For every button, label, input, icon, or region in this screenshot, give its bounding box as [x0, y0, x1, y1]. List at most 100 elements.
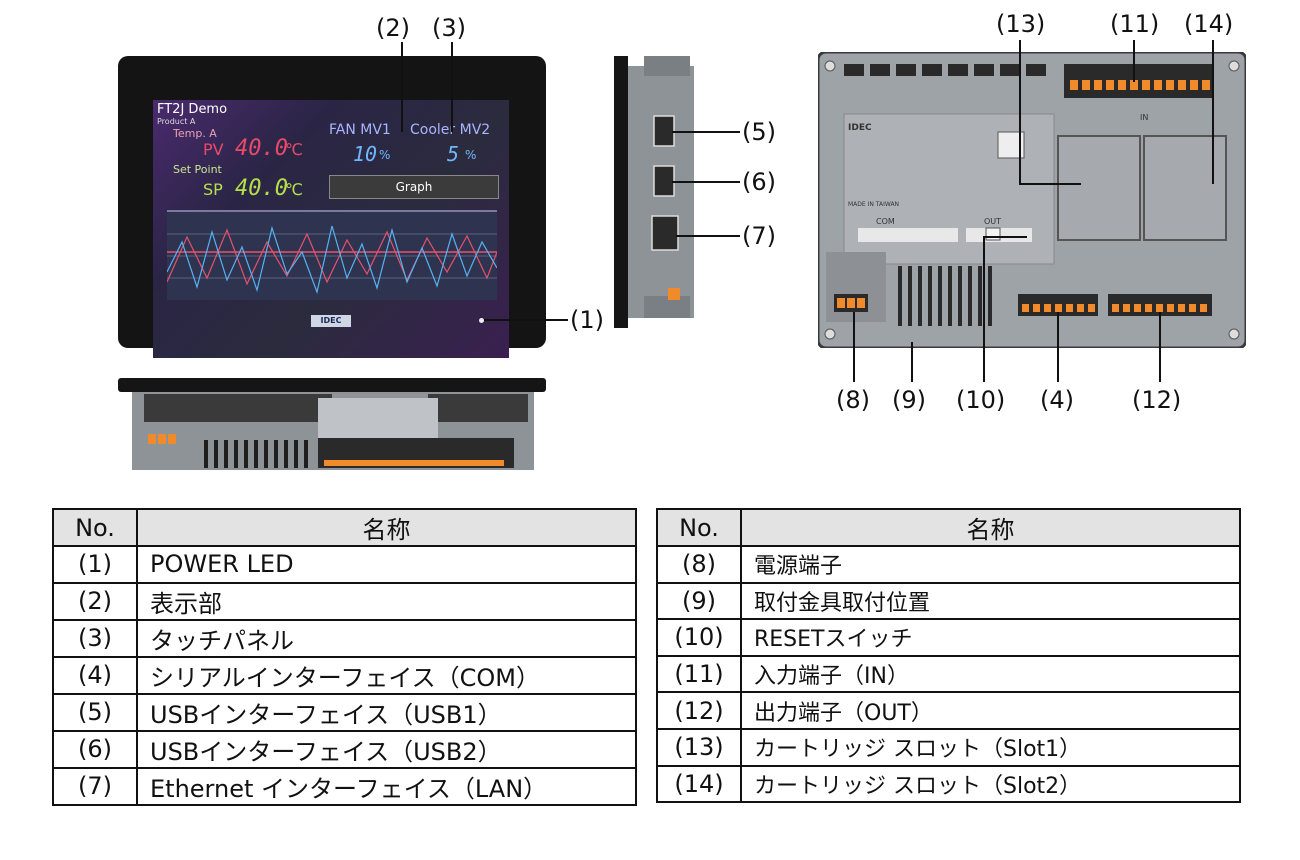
header-no: No. [52, 508, 138, 547]
sp-value: 40.0 [235, 176, 288, 201]
leader-line-13b [1019, 183, 1081, 185]
cooler-value: 5 [447, 142, 460, 166]
back-view: IN COM OUT IDEC MADE IN TAIWAN [816, 50, 1248, 350]
table-row: (4)シリアルインターフェイス（COM） [52, 655, 637, 695]
fan-label: FAN MV1 [329, 122, 391, 138]
row-no: (4) [52, 655, 138, 695]
leader-line-10b [983, 236, 1027, 238]
callout-11: (11) [1110, 10, 1160, 38]
row-no: (11) [656, 654, 742, 694]
leader-line-4 [1057, 312, 1059, 382]
back-brand: IDEC [848, 123, 872, 133]
front-view: FT2J Demo Product A Temp. A PV 40.0 ℃ FA… [118, 56, 546, 358]
callout-9: (9) [892, 386, 926, 414]
row-name: 電源端子 [740, 545, 1241, 584]
side-view [614, 56, 694, 328]
screen-product: Product A [157, 117, 196, 126]
table-row: (1)POWER LED [52, 545, 637, 584]
row-no: (6) [52, 729, 138, 769]
sp-unit: ℃ [285, 180, 303, 199]
row-name: POWER LED [136, 545, 637, 584]
usb2-port [653, 165, 675, 197]
table-row: (9)取付金具取付位置 [656, 581, 1241, 621]
callout-12: (12) [1132, 386, 1182, 414]
callout-2: (2) [376, 14, 410, 42]
leader-line-7 [676, 235, 740, 237]
table-row: (2)表示部 [52, 581, 637, 621]
display-screen[interactable]: FT2J Demo Product A Temp. A PV 40.0 ℃ FA… [153, 100, 509, 358]
header-no: No. [656, 508, 742, 547]
row-name: シリアルインターフェイス（COM） [136, 655, 637, 695]
com-label: COM [876, 217, 895, 226]
table-row: (3)タッチパネル [52, 618, 637, 658]
table-header-row: No. 名称 [52, 508, 637, 547]
table-row: (12)出力端子（OUT） [656, 691, 1241, 730]
table-row: (11)入力端子（IN） [656, 654, 1241, 694]
leader-line-13 [1019, 40, 1021, 184]
leader-line-6 [672, 181, 740, 183]
table-row: (6)USBインターフェイス（USB2） [52, 729, 637, 769]
row-no: (10) [656, 618, 742, 657]
callout-3: (3) [432, 14, 466, 42]
row-name: 出力端子（OUT） [740, 691, 1241, 730]
cooler-label: Cooler MV2 [410, 122, 491, 138]
callout-13: (13) [996, 10, 1046, 38]
callout-4: (4) [1040, 386, 1074, 414]
in-label: IN [1140, 113, 1148, 122]
bottom-view [118, 378, 546, 472]
leader-line-9 [911, 342, 913, 382]
callout-14: (14) [1184, 10, 1234, 38]
callout-8: (8) [836, 386, 870, 414]
leader-line-8 [853, 312, 855, 382]
row-no: (8) [656, 545, 742, 584]
parts-table-right: No. 名称 (8)電源端子 (9)取付金具取付位置 (10)RESETスイッチ… [656, 508, 1241, 804]
leader-line-3 [451, 42, 453, 132]
row-no: (2) [52, 581, 138, 621]
table-row: (7)Ethernet インターフェイス（LAN） [52, 766, 637, 806]
pv-unit: ℃ [285, 140, 303, 159]
leader-line-14 [1212, 40, 1214, 184]
usb1-port [653, 115, 675, 147]
row-name: USBインターフェイス（USB2） [136, 729, 637, 769]
table-row: (13)カートリッジ スロット（Slot1） [656, 727, 1241, 767]
parts-table-left: No. 名称 (1)POWER LED (2)表示部 (3)タッチパネル (4)… [52, 508, 637, 806]
row-no: (3) [52, 618, 138, 658]
pv-value: 40.0 [235, 136, 288, 161]
header-name: 名称 [136, 508, 637, 547]
trend-lines [166, 225, 498, 295]
pv-trend-line [166, 228, 498, 286]
pv-label: PV [203, 140, 224, 159]
callout-7: (7) [742, 222, 776, 250]
row-no: (5) [52, 692, 138, 732]
table-row: (5)USBインターフェイス（USB1） [52, 692, 637, 732]
leader-line-12 [1159, 312, 1161, 382]
fan-value: 10 [353, 142, 378, 166]
cooler-unit: % [465, 148, 477, 162]
row-name: RESETスイッチ [740, 618, 1241, 657]
row-name: タッチパネル [136, 618, 637, 658]
screen-title: FT2J Demo [157, 102, 228, 117]
callout-1: (1) [570, 306, 604, 334]
table-row: (14)カートリッジ スロット（Slot2） [656, 764, 1241, 804]
row-name: カートリッジ スロット（Slot2） [740, 764, 1241, 804]
row-name: 表示部 [136, 581, 637, 621]
idec-logo: IDEC [311, 315, 351, 327]
table-row: (8)電源端子 [656, 545, 1241, 584]
table-row: (10)RESETスイッチ [656, 618, 1241, 657]
mv-trend-line [166, 225, 498, 295]
sp-label: SP [203, 180, 223, 199]
callout-5: (5) [742, 118, 776, 146]
side-body [614, 56, 694, 328]
row-no: (14) [656, 764, 742, 804]
cartridge-slot-1 [1057, 135, 1141, 241]
leader-line-5 [672, 131, 740, 133]
callout-6: (6) [742, 168, 776, 196]
out-label: OUT [984, 217, 1001, 226]
lan-port [651, 215, 679, 251]
callout-10: (10) [956, 386, 1006, 414]
leader-line-1 [484, 319, 568, 321]
row-no: (12) [656, 691, 742, 730]
row-no: (1) [52, 545, 138, 584]
graph-button[interactable]: Graph [329, 175, 499, 199]
row-name: 取付金具取付位置 [740, 581, 1241, 621]
